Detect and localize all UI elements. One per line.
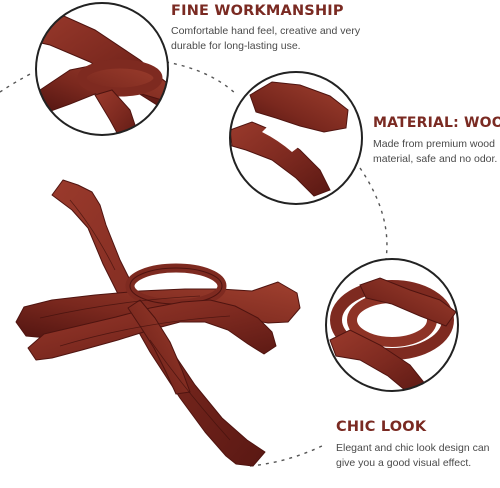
detail-circle-material <box>229 71 363 205</box>
feature-description: Elegant and chic look design can give yo… <box>336 442 490 469</box>
detail-circle-workmanship <box>35 2 169 136</box>
dashed-connector <box>0 61 388 467</box>
wood-stand-image <box>15 179 301 467</box>
feature-title: MATERIAL: WOOD <box>373 115 500 131</box>
detail-circle-chic <box>325 258 459 392</box>
feature-description: Made from premium wood material, safe an… <box>373 138 498 165</box>
feature-title: CHIC LOOK <box>336 419 427 435</box>
feature-description: Comfortable hand feel, creative and very… <box>171 25 361 52</box>
feature-title: FINE WORKMANSHIP <box>171 3 344 19</box>
